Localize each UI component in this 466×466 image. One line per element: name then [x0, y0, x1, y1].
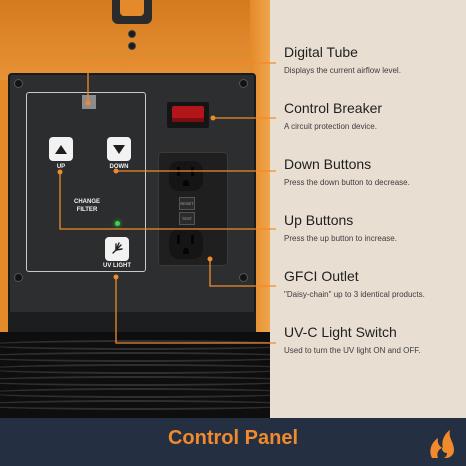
outlet-socket-bottom[interactable] [169, 229, 203, 259]
item-desc-up-buttons: Press the up button to increase. [284, 234, 397, 243]
cable-loop [0, 364, 270, 374]
triangle-down-icon [113, 144, 125, 154]
digital-tube-display [82, 95, 96, 109]
cable-loop [0, 352, 270, 362]
down-label: DOWN [109, 164, 129, 170]
outlet-socket-top[interactable] [169, 161, 203, 191]
item-title-uv-switch: UV-C Light Switch [284, 324, 397, 340]
item-desc-control-breaker: A circuit protection device. [284, 122, 377, 131]
item-desc-uv-switch: Used to turn the UV light ON and OFF. [284, 346, 421, 355]
cable-loop [0, 376, 270, 386]
up-button[interactable] [49, 137, 73, 161]
screw-icon [14, 273, 23, 282]
cable-loop [0, 388, 270, 398]
footer-bar [0, 418, 466, 466]
item-title-up-buttons: Up Buttons [284, 212, 354, 228]
uv-light-button[interactable] [105, 237, 129, 261]
triangle-up-icon [55, 144, 67, 154]
outlet-reset-button[interactable]: RESET [179, 197, 195, 210]
panel-base-rail [8, 312, 256, 334]
socket-ground [183, 248, 189, 254]
item-desc-digital-tube: Displays the current airflow level. [284, 66, 401, 75]
gfci-outlet: RESET TEST [158, 152, 228, 266]
cable-loop [0, 400, 270, 410]
item-desc-down-buttons: Press the down button to decrease. [284, 178, 410, 187]
item-desc-gfci-outlet: "Daisy-chain" up to 3 identical products… [284, 290, 425, 299]
screw-icon [14, 79, 23, 88]
screw-icon [239, 273, 248, 282]
up-label: UP [56, 164, 66, 170]
flame-logo-icon [430, 430, 454, 458]
footer-title: Control Panel [167, 427, 298, 449]
cable-loop [0, 340, 270, 350]
item-title-gfci-outlet: GFCI Outlet [284, 268, 359, 284]
bolt-icon [128, 42, 136, 50]
socket-ground [183, 180, 189, 186]
down-button[interactable] [107, 137, 131, 161]
screw-icon [239, 79, 248, 88]
item-title-digital-tube: Digital Tube [284, 44, 358, 60]
socket-slot [191, 167, 194, 176]
bolt-icon [128, 30, 136, 38]
item-title-down-buttons: Down Buttons [284, 156, 372, 172]
item-title-control-breaker: Control Breaker [284, 100, 383, 116]
carry-handle-gap [120, 0, 144, 16]
outlet-test-button[interactable]: TEST [179, 212, 195, 225]
change-filter-indicator-led [115, 221, 120, 226]
uv-light-label: UV LIGHT [103, 263, 131, 269]
change-filter-label-line1: CHANGE [73, 199, 100, 205]
socket-slot [177, 167, 180, 176]
socket-slot [191, 235, 194, 244]
button-face-plate: UP DOWN CHANGE FILTER UV LI [26, 92, 146, 272]
uv-light-icon [112, 242, 123, 254]
power-cable-coil [0, 332, 270, 418]
change-filter-label-line2: FILTER [76, 207, 98, 213]
control-breaker-switch[interactable] [172, 106, 204, 122]
socket-slot [177, 235, 180, 244]
device-photo: UP DOWN CHANGE FILTER UV LI [0, 0, 270, 418]
